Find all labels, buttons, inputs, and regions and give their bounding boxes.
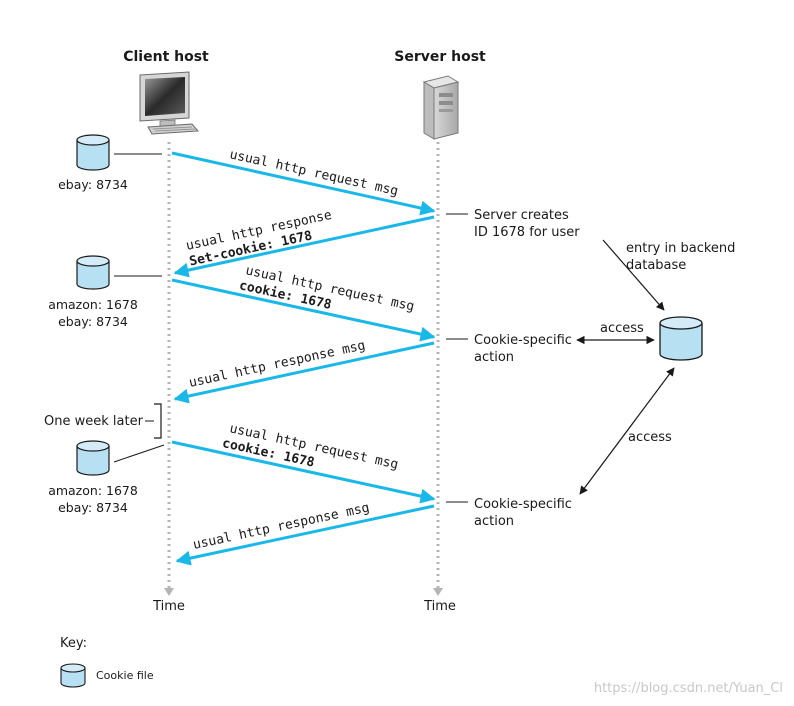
key-cookie-file-icon [60, 663, 86, 688]
client-computer-icon [139, 71, 200, 135]
message-label: usual http response Set-cookie: 1678 [185, 208, 334, 270]
access-label: access [600, 321, 644, 336]
server-note-text: Cookie-specific [474, 333, 572, 348]
client-timeline-arrowhead [164, 588, 174, 596]
cookie-file-text: amazon: 1678 [48, 297, 138, 312]
key-title: Key: [60, 636, 87, 651]
message-label: usual http request msg cookie: 1678 [221, 421, 400, 472]
cookie-file-icon [76, 134, 110, 171]
message-label: usual http request msg cookie: 1678 [238, 263, 416, 314]
server-note-text: action [474, 350, 514, 365]
access-arrow [579, 367, 675, 495]
key-cookie-file-label: Cookie file [96, 669, 154, 682]
cookie-file-icon [76, 255, 110, 290]
http-request-arrow [171, 278, 436, 342]
http-response-arrow [173, 341, 435, 404]
cookie-file-text: ebay: 8734 [58, 314, 128, 329]
message-text: usual http request msg [228, 147, 399, 199]
cookie-file-text: ebay: 8734 [58, 500, 128, 515]
one-week-later-label: One week later [44, 414, 144, 429]
backend-entry-text: database [626, 258, 686, 273]
server-timeline-arrowhead [433, 588, 443, 596]
server-note-text: ID 1678 for user [474, 225, 580, 240]
server-note-text: action [474, 514, 514, 529]
http-request-arrow [171, 440, 436, 504]
server-note-text: Server creates [474, 208, 569, 223]
client-time-label: Time [152, 599, 185, 614]
cookie-file-text: ebay: 8734 [58, 177, 128, 192]
one-week-later-bracket [154, 403, 162, 439]
watermark-text: https://blog.csdn.net/Yuan_Cl [594, 681, 783, 696]
backend-entry-arrow [602, 239, 665, 311]
cookie-file-icon [76, 440, 110, 476]
database-icon [659, 316, 703, 361]
cookie-file-text: amazon: 1678 [48, 483, 138, 498]
server-host-title: Server host [394, 49, 486, 65]
http-request-arrow [171, 151, 436, 216]
server-note-text: Cookie-specific [474, 497, 572, 512]
client-host-title: Client host [123, 49, 209, 65]
cookie-file-connector [113, 444, 165, 463]
access-label: access [628, 430, 672, 445]
backend-entry-text: entry in backend [626, 241, 735, 256]
http-response-arrow [175, 504, 435, 566]
message-label: usual http request msg [228, 147, 399, 199]
server-time-label: Time [423, 599, 456, 614]
http-response-arrow [173, 215, 435, 278]
server-tower-icon [422, 75, 460, 140]
